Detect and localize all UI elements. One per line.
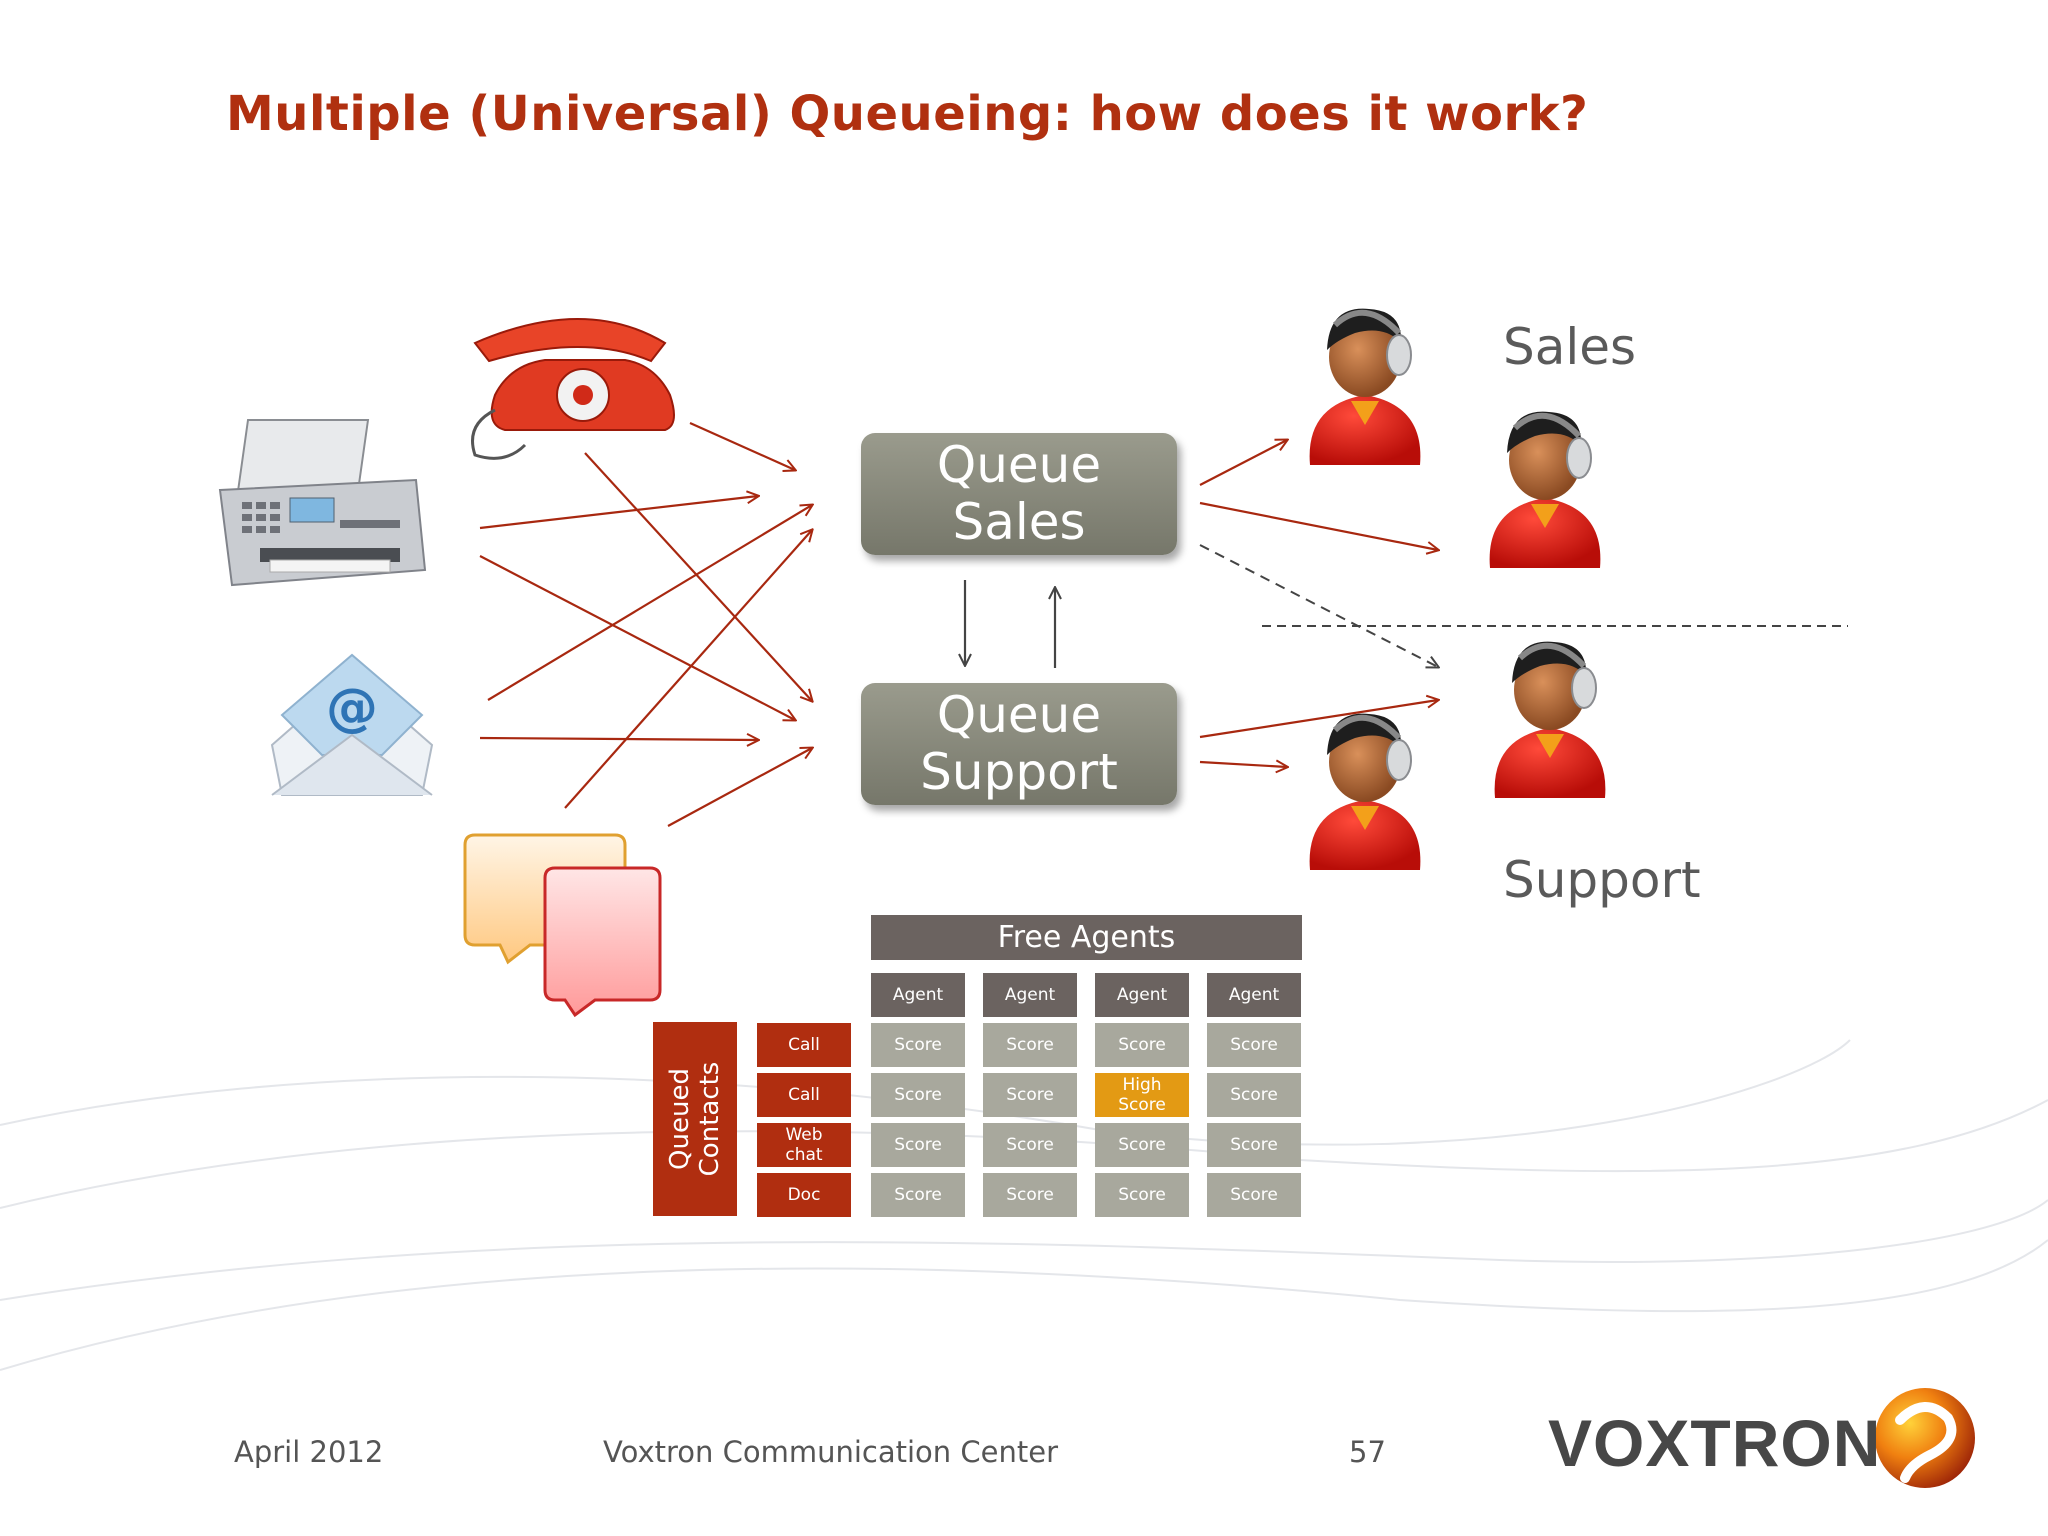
score-cell: Score bbox=[1207, 1173, 1301, 1217]
high-score-word: Score bbox=[1118, 1095, 1166, 1115]
sales-group-label: Sales bbox=[1503, 318, 1637, 376]
footer-date: April 2012 bbox=[234, 1435, 384, 1469]
agent-avatar-icon bbox=[1494, 641, 1606, 798]
score-cell: Score bbox=[871, 1073, 965, 1117]
contact-0: Call bbox=[757, 1023, 851, 1067]
telephone-icon bbox=[471, 318, 675, 460]
contact-3: Doc bbox=[757, 1173, 851, 1217]
footer-product: Voxtron Communication Center bbox=[603, 1435, 1058, 1469]
queue-support-line2: Support bbox=[920, 743, 1118, 801]
queue-sales-box: Queue Sales bbox=[861, 433, 1177, 555]
queue-sales-line1: Queue bbox=[936, 436, 1102, 494]
free-agents-header: Free Agents bbox=[871, 915, 1302, 960]
outgoing-arrows bbox=[1199, 440, 1438, 767]
footer-page-number: 57 bbox=[1349, 1435, 1386, 1469]
score-cell: Score bbox=[1207, 1023, 1301, 1067]
fax-icon bbox=[218, 419, 427, 587]
chat-icon bbox=[463, 833, 662, 1018]
voxtron-logo: VOXTRON bbox=[1548, 1406, 1882, 1480]
incoming-arrows bbox=[479, 421, 812, 827]
queued-contacts-line2: Contacts bbox=[695, 1061, 725, 1177]
overflow-arrow bbox=[1199, 544, 1438, 667]
queue-transfer-arrows bbox=[965, 580, 1055, 668]
score-cell: Score bbox=[983, 1123, 1077, 1167]
score-cell: Score bbox=[871, 1173, 965, 1217]
agent-avatar-icon bbox=[1309, 713, 1421, 870]
queue-support-line1: Queue bbox=[936, 686, 1102, 744]
support-group-label: Support bbox=[1503, 851, 1701, 909]
score-cell: Score bbox=[1207, 1123, 1301, 1167]
agent-header: Agent bbox=[1095, 973, 1189, 1017]
agent-avatar-icon bbox=[1309, 308, 1421, 465]
slide-title: Multiple (Universal) Queueing: how does … bbox=[226, 86, 1589, 142]
score-cell: Score bbox=[983, 1173, 1077, 1217]
voxtron-logo-icon bbox=[1875, 1388, 1975, 1488]
queued-contacts-line1: Queued bbox=[665, 1068, 695, 1170]
score-cell: Score bbox=[983, 1073, 1077, 1117]
score-cell: Score bbox=[983, 1023, 1077, 1067]
high-score-word: High bbox=[1122, 1075, 1162, 1095]
svg-text:@: @ bbox=[326, 678, 378, 738]
queue-support-box: Queue Support bbox=[861, 683, 1177, 805]
agent-header: Agent bbox=[1207, 973, 1301, 1017]
score-cell: Score bbox=[1095, 1173, 1189, 1217]
score-cell: Score bbox=[1207, 1073, 1301, 1117]
contact-2-label1: Web bbox=[785, 1125, 823, 1145]
background-swoosh bbox=[0, 1039, 2048, 1371]
score-cell: Score bbox=[871, 1023, 965, 1067]
contact-1: Call bbox=[757, 1073, 851, 1117]
score-cell: Score bbox=[871, 1123, 965, 1167]
email-icon: @ bbox=[270, 653, 434, 796]
agent-header: Agent bbox=[983, 973, 1077, 1017]
contact-2-label2: chat bbox=[785, 1145, 823, 1165]
score-cell: Score bbox=[1095, 1023, 1189, 1067]
agent-avatar-icon bbox=[1489, 411, 1601, 568]
queue-sales-line2: Sales bbox=[952, 493, 1086, 551]
agent-header: Agent bbox=[871, 973, 965, 1017]
score-cell: Score bbox=[1095, 1123, 1189, 1167]
